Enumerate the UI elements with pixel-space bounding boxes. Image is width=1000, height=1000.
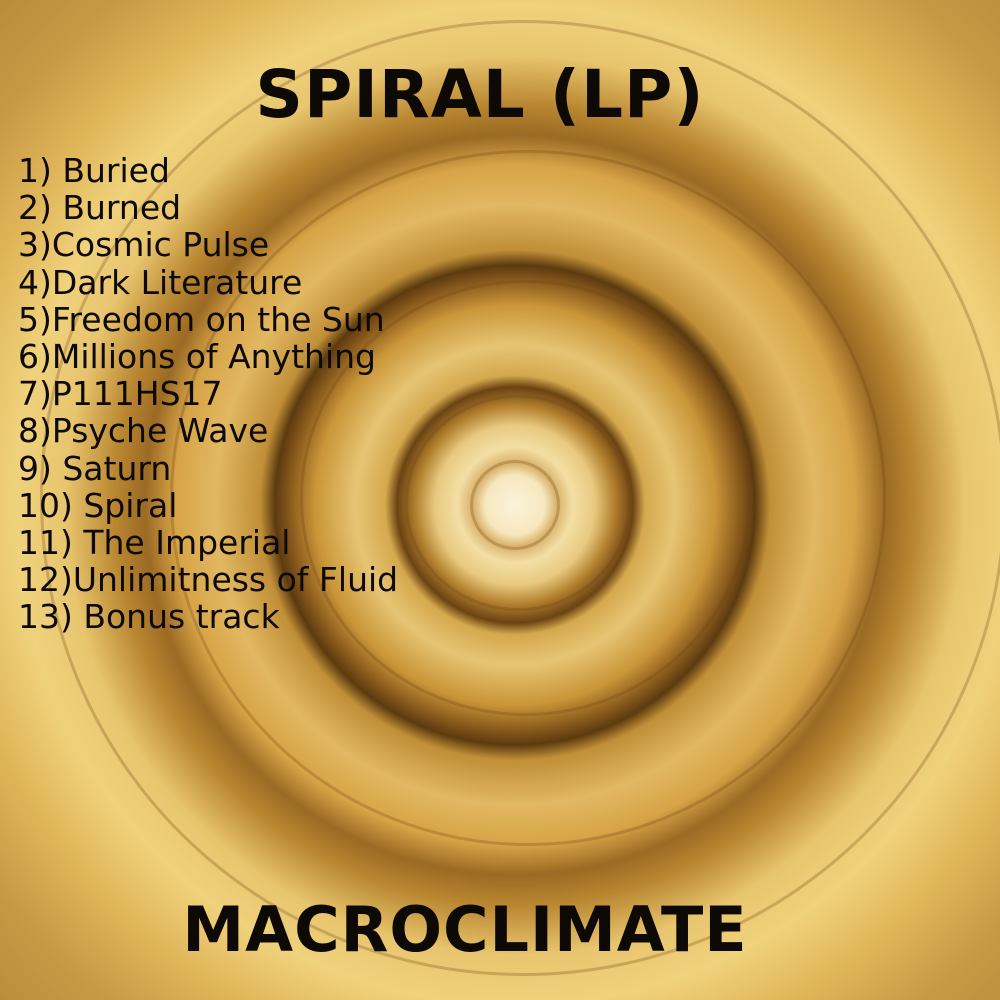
track-item: 13) Bonus track xyxy=(18,597,280,637)
album-title: SPIRAL (LP) xyxy=(255,56,705,133)
track-item: 4)Dark Literature xyxy=(18,262,303,302)
track-item: 10) Spiral xyxy=(18,485,178,525)
track-item: 7)P111HS17 xyxy=(18,374,223,414)
track-item: 1) Buried xyxy=(18,151,170,190)
track-item: 9) Saturn xyxy=(18,448,172,488)
track-item: 11) The Imperial xyxy=(18,523,291,563)
shell-ring xyxy=(40,20,1000,976)
track-item: 5)Freedom on the Sun xyxy=(18,299,385,339)
track-item: 6)Millions of Anything xyxy=(18,337,377,377)
track-item: 12)Unlimitness of Fluid xyxy=(18,560,399,600)
artist-name: MACROCLIMATE xyxy=(182,893,748,966)
track-item: 3)Cosmic Pulse xyxy=(18,225,270,265)
track-item: 8)Psyche Wave xyxy=(18,411,269,451)
track-item: 2) Burned xyxy=(18,188,182,228)
track-list: 1) Buried 2) Burned 3)Cosmic Pulse 4)Dar… xyxy=(18,152,398,636)
